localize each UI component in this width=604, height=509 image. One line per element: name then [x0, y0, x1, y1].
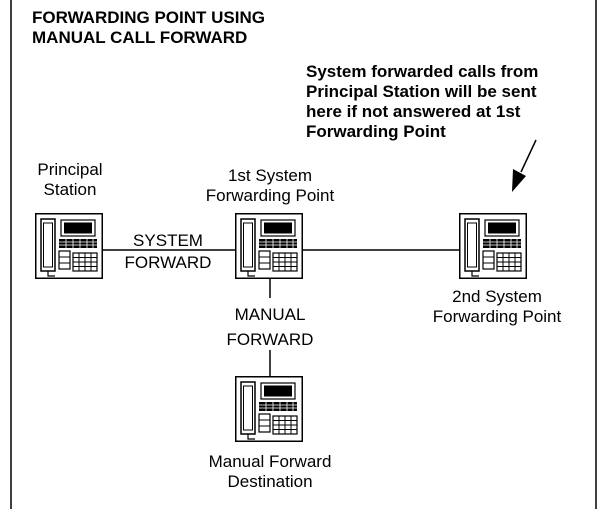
title-line-2: MANUAL CALL FORWARD [32, 28, 248, 47]
pointer-arrow-head [512, 169, 526, 192]
system-forward-line-1: SYSTEM [133, 231, 203, 250]
manual-forward-line-2: FORWARD [226, 330, 314, 349]
manual-forward-label: MANUAL FORWARD [205, 302, 335, 352]
desk-telephone-icon [35, 213, 103, 279]
title-line-1: FORWARDING POINT USING [32, 8, 265, 27]
first-point-label-line-1: 1st System [227, 166, 313, 185]
note-line-2: Principal Station will be sent [306, 82, 537, 101]
manual-dest-label-line-2: Destination [227, 472, 313, 491]
note-line-4: Forwarding Point [306, 122, 446, 141]
desk-telephone-icon [235, 376, 303, 442]
manual-dest-label-line-1: Manual Forward [208, 452, 332, 471]
principal-label-line-1: Principal [37, 160, 103, 179]
manual-forward-destination-label: Manual Forward Destination [175, 452, 365, 492]
pointer-arrow-shaft [520, 139, 537, 173]
note-line-3: here if not answered at 1st [306, 102, 521, 121]
manual-forward-line-1: MANUAL [234, 305, 306, 324]
principal-station-label: Principal Station [15, 160, 125, 200]
second-forwarding-point-label: 2nd System Forwarding Point [412, 287, 582, 327]
second-point-label-line-2: Forwarding Point [432, 307, 562, 326]
second-point-label-line-1: 2nd System [452, 287, 542, 306]
first-point-label-line-2: Forwarding Point [205, 186, 335, 205]
system-forward-label: SYSTEM FORWARD [108, 230, 228, 274]
annotation-note: System forwarded calls from Principal St… [306, 62, 538, 142]
note-line-1: System forwarded calls from [306, 62, 539, 81]
first-forwarding-point-label: 1st System Forwarding Point [185, 166, 355, 206]
principal-label-line-2: Station [43, 180, 97, 199]
system-forward-line-2: FORWARD [124, 253, 212, 272]
desk-telephone-icon [235, 213, 303, 279]
desk-telephone-icon [459, 213, 527, 279]
diagram-title: FORWARDING POINT USING MANUAL CALL FORWA… [32, 8, 265, 48]
